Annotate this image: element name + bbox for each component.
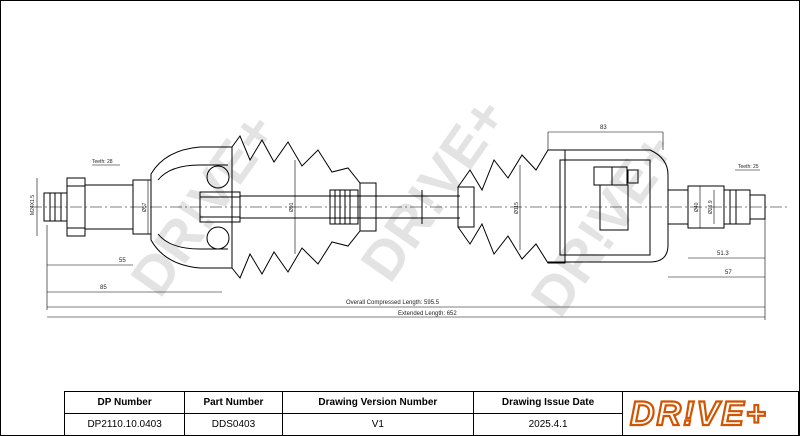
teeth-right-label: Teeth: 25 bbox=[738, 164, 759, 170]
value-issue-date: 2025.4.1 bbox=[473, 413, 623, 436]
header-issue-date: Drawing Issue Date bbox=[473, 391, 623, 414]
dia-91-label: Ø91 bbox=[289, 202, 295, 212]
dim-55-label: 55 bbox=[119, 258, 126, 264]
outer-cv-joint bbox=[150, 146, 241, 269]
dia-57-label: Ø57 bbox=[142, 202, 148, 212]
dim-83-label: 83 bbox=[600, 125, 607, 131]
left-stub bbox=[43, 177, 152, 237]
dim-57-label: 57 bbox=[725, 270, 732, 276]
watermark-right: DR!VE+ bbox=[518, 121, 688, 327]
watermark-center: DR!VE+ bbox=[348, 86, 518, 292]
value-drawing-version: V1 bbox=[281, 413, 475, 436]
header-drawing-version: Drawing Version Number bbox=[281, 391, 475, 414]
header-part-number: Part Number bbox=[184, 391, 283, 414]
watermark-group: DR!VE+ DR!VE+ DR!VE+ bbox=[118, 86, 688, 327]
dia-40-label: Ø40 bbox=[694, 202, 700, 212]
shaft bbox=[240, 189, 460, 225]
brand-logo-text: DR!VE+ bbox=[630, 395, 768, 432]
left-boot-clamp bbox=[359, 182, 377, 232]
header-dp-number: DP Number bbox=[63, 391, 186, 414]
value-part-number: DDS0403 bbox=[184, 413, 283, 436]
title-block: DP Number Part Number Drawing Version Nu… bbox=[63, 391, 799, 436]
logo-cell: DR!VE+ bbox=[622, 391, 799, 436]
brand-logo: DR!VE+ bbox=[628, 394, 768, 434]
dim-85-label: 85 bbox=[100, 285, 107, 291]
dia-115-label: Ø115 bbox=[514, 202, 520, 214]
teeth-left-label: Teeth: 28 bbox=[92, 159, 113, 165]
dimension-lines bbox=[36, 131, 766, 320]
dia-269-label: Ø26.9 bbox=[708, 200, 714, 214]
extended-length-label: Extended Length: 652 bbox=[398, 311, 457, 317]
dim-513-label: 51.3 bbox=[717, 251, 729, 257]
value-dp-number: DP2110.10.0403 bbox=[63, 413, 186, 436]
right-boot-clamp bbox=[457, 186, 475, 228]
overall-length-label: Overall Compressed Length: 595.5 bbox=[346, 300, 440, 306]
title-block-value-row: DP2110.10.0403 DDS0403 V1 2025.4.1 bbox=[63, 413, 799, 436]
right-boot bbox=[457, 149, 566, 264]
thread-label: M24X1.5 bbox=[30, 195, 36, 215]
right-stub bbox=[667, 185, 766, 229]
title-block-header-row: DP Number Part Number Drawing Version Nu… bbox=[63, 391, 799, 436]
